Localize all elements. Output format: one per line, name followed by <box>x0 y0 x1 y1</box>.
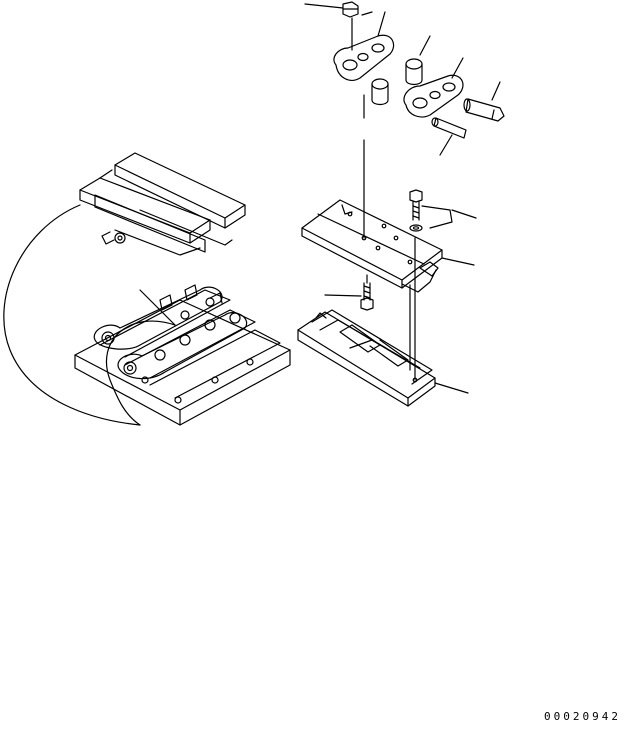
pin-part <box>432 118 466 155</box>
shoe-bolt-with-washer-part <box>410 190 476 231</box>
track-shoe-plate-part <box>302 200 474 292</box>
nut-part <box>305 2 358 17</box>
track-assembly-illustration <box>4 153 290 425</box>
bushing-upper-part <box>406 36 430 85</box>
lower-bolt-part <box>325 275 373 310</box>
rubber-pad-shoe-part <box>298 310 468 406</box>
lower-chain-group <box>75 285 290 425</box>
link-right-part <box>404 58 463 117</box>
bushing-lower-part <box>372 79 388 105</box>
upper-shoe-group <box>80 153 245 255</box>
exploded-parts-group <box>298 2 504 406</box>
master-pin-part <box>464 82 504 121</box>
link-left-part <box>334 12 394 80</box>
drawing-number: 00020942 <box>544 710 621 723</box>
